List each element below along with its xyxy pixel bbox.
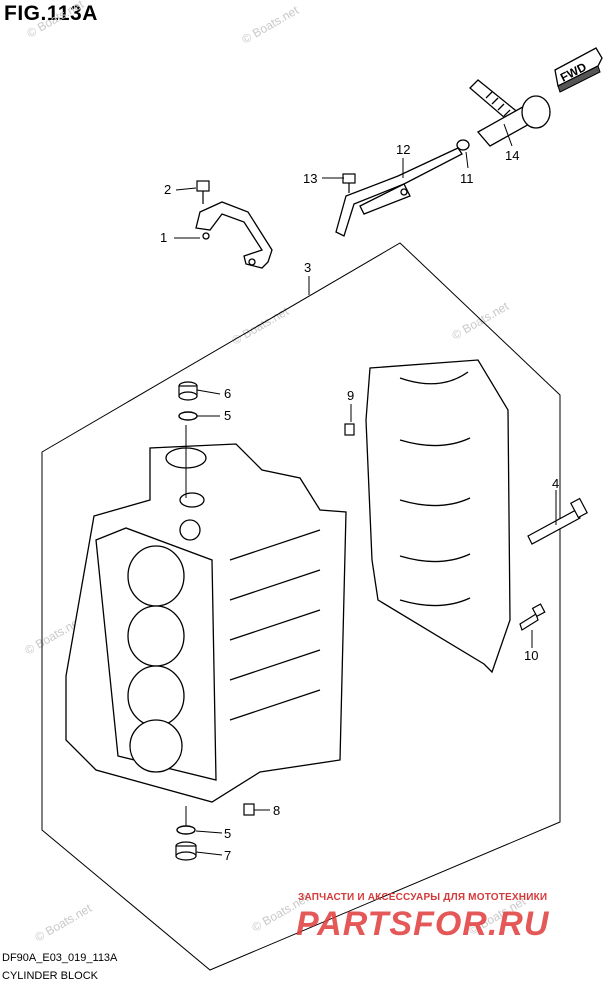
callout-5-top: 5 <box>224 408 231 423</box>
callout-12: 12 <box>396 142 410 157</box>
watermark: © Boats.net <box>450 299 512 343</box>
callout-9: 9 <box>347 388 354 403</box>
plug-part <box>178 381 198 401</box>
gasket-part <box>176 825 196 835</box>
gasket-part <box>178 411 198 421</box>
watermark: © Boats.net <box>230 304 292 348</box>
promo-tagline: ЗАПЧАСТИ И АКСЕССУАРЫ ДЛЯ МОТОТЕХНИКИ <box>298 892 548 903</box>
watermark: © Boats.net <box>240 3 302 47</box>
callout-10: 10 <box>524 648 538 663</box>
callout-3: 3 <box>304 260 311 275</box>
pipe-part <box>335 147 463 237</box>
callouts: 1 2 3 4 5 5 6 7 8 9 10 11 12 13 14 <box>160 142 559 863</box>
watermark: © Boats.net <box>33 901 95 945</box>
bracket-part <box>195 201 273 269</box>
callout-6: 6 <box>224 386 231 401</box>
callout-8: 8 <box>273 803 280 818</box>
fwd-arrow-icon: FWD <box>554 47 603 93</box>
tube-part <box>469 79 551 147</box>
dowel-part <box>344 423 355 436</box>
clip-part <box>456 139 470 151</box>
plug-part <box>175 841 197 861</box>
bolt-part <box>519 603 546 631</box>
leader-lines <box>174 123 557 856</box>
figure-name: CYLINDER BLOCK <box>2 970 98 982</box>
assembly-outline <box>41 242 561 971</box>
bolt-part <box>196 180 210 204</box>
figure-code: DF90A_E03_019_113A <box>2 952 118 964</box>
figure-title: FIG.113A <box>4 2 98 25</box>
bolt-part <box>527 497 588 545</box>
callout-1: 1 <box>160 230 167 245</box>
bolt-part <box>342 173 356 193</box>
cylinder-block-part <box>65 443 347 803</box>
plug-part <box>243 803 255 816</box>
watermark: © Boats.net <box>25 0 87 41</box>
crankcase-part <box>365 359 511 674</box>
promo-brand: PARTSFOR.RU <box>296 905 550 943</box>
callout-5-bottom: 5 <box>224 826 231 841</box>
callout-2: 2 <box>164 182 171 197</box>
callout-13: 13 <box>303 171 317 186</box>
callout-4: 4 <box>552 476 559 491</box>
callout-11: 11 <box>460 171 474 186</box>
callout-14: 14 <box>505 148 519 163</box>
callout-7: 7 <box>224 848 231 863</box>
